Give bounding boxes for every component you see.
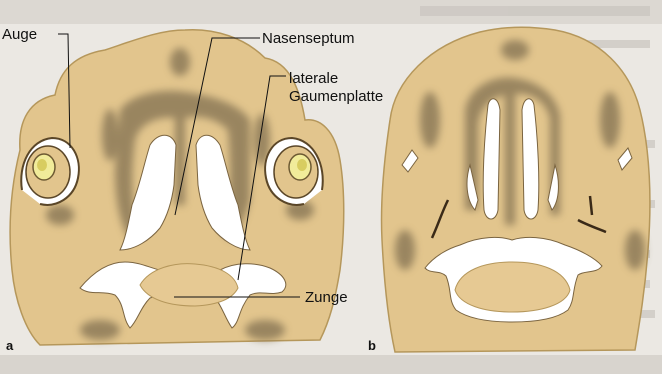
label-gaumenplatte: Gaumenplatte [289,88,383,105]
panel-b-section [381,27,649,352]
bottom-strip [0,355,662,374]
label-zunge: Zunge [305,289,348,306]
panel-b-tongue [455,262,570,312]
panel-label-a: a [6,338,13,353]
panel-label-b: b [368,338,376,353]
label-nasenseptum: Nasenseptum [262,30,355,47]
label-laterale: laterale [289,70,338,87]
label-auge: Auge [2,26,37,43]
